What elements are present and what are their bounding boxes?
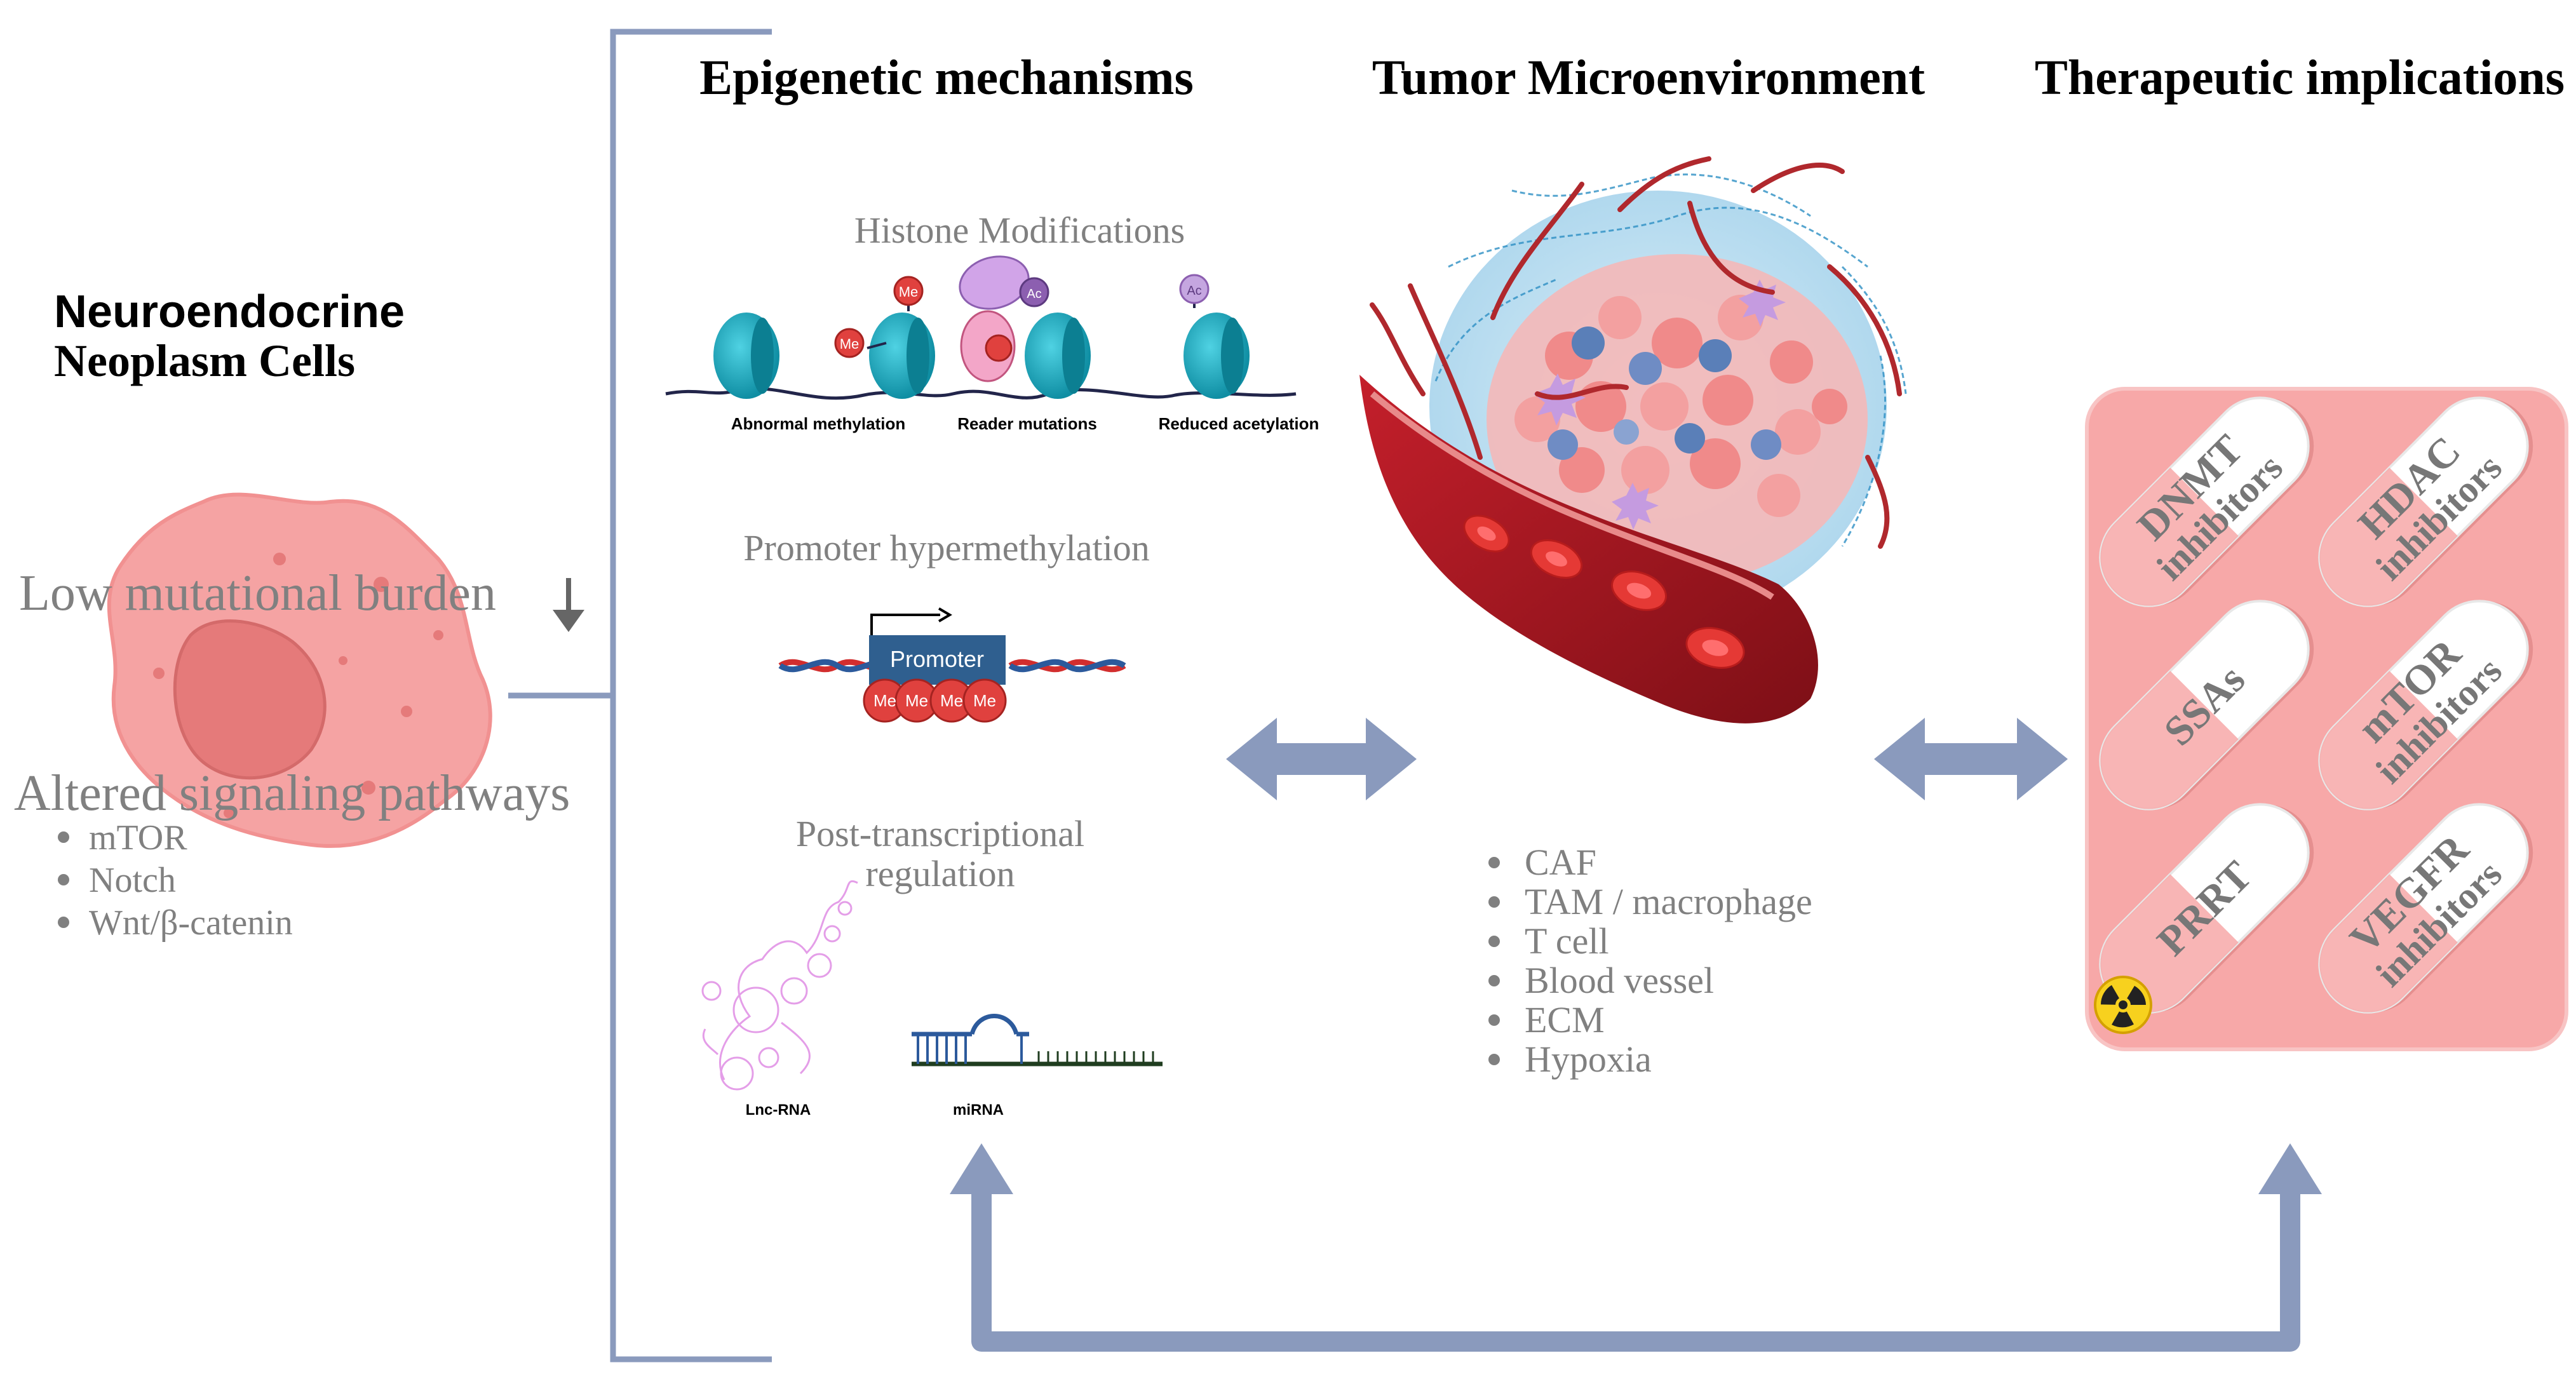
feedback-arrow [971, 1194, 2300, 1352]
double-arrow-icon [1874, 718, 2068, 800]
left-title-line1: Neuroendocrine [54, 286, 405, 337]
histone-title: Histone Modifications [854, 210, 1185, 251]
tme-item: T cell [1525, 920, 1609, 962]
promoter-title: Promoter hypermethylation [743, 527, 1149, 568]
mirna-label: miRNA [953, 1101, 1004, 1119]
methyl-label: Me [905, 691, 928, 710]
pathway-item: Wnt/β-catenin [89, 903, 293, 943]
left-panel: Neuroendocrine Neoplasm Cells Low mutati… [14, 286, 584, 943]
radiation-icon [2094, 976, 2152, 1034]
capillary-network [1370, 156, 1902, 549]
reader-protein-icon: Ac [959, 255, 1049, 310]
tme-item: Blood vessel [1525, 960, 1714, 1001]
mirna-icon [912, 1014, 1163, 1066]
methyl-label: Me [973, 691, 996, 710]
immune-cell-icon [1548, 326, 1781, 460]
histone-label-reader: Reader mutations [957, 414, 1097, 433]
promoter-label: Promoter [890, 646, 984, 672]
histone-label-acetylation: Reduced acetylation [1159, 414, 1319, 433]
acetyl-label: Ac [1027, 287, 1041, 301]
altered-pathways-text: Altered signaling pathways [14, 765, 570, 821]
pathway-list: mTOR Notch Wnt/β-catenin [58, 818, 293, 943]
left-title-line2: Neoplasm Cells [54, 335, 355, 386]
methyl-label: Me [873, 691, 896, 710]
tme-item: Hypoxia [1525, 1039, 1652, 1080]
blood-vessel-icon [1359, 375, 1818, 723]
tumor-cell-cluster [1514, 295, 1847, 517]
double-arrow-icon [1226, 718, 1417, 800]
methyl-cluster-icon: Me Me Me Me [863, 678, 1007, 723]
methyl-label: Me [940, 691, 963, 710]
pill-capsule: SSAs [2099, 600, 2314, 811]
transcription-start-arrow-icon [870, 607, 952, 635]
header-tme: Tumor Microenvironment [1372, 50, 1925, 105]
down-arrow-icon [553, 578, 584, 632]
reader-protein-icon [960, 310, 1016, 382]
tme-item: ECM [1525, 999, 1605, 1040]
nucleosome-icon [713, 313, 779, 399]
promoter-illustration: Promoter Me Me Me Me [778, 607, 1126, 723]
tme-item: TAM / macrophage [1525, 881, 1812, 922]
nucleosome-icon [1025, 313, 1091, 399]
pathway-item: Notch [89, 861, 176, 900]
nucleosome-icon [1183, 313, 1250, 399]
header-epigenetic: Epigenetic mechanisms [699, 50, 1194, 105]
methyl-label: Me [899, 284, 919, 300]
methyl-label: Me [840, 336, 860, 352]
acetyl-mark-icon: Ac [1179, 274, 1210, 308]
lnc-rna-icon [701, 880, 858, 1091]
bracket-connector [508, 29, 772, 1362]
up-arrow-icon [950, 1143, 2322, 1194]
tumor-microenvironment-illustration [1359, 156, 1907, 723]
methyl-mark-icon: Me [893, 276, 924, 311]
neoplasm-cell-icon [107, 492, 492, 848]
tme-item: CAF [1525, 842, 1596, 883]
tme-list: CAF TAM / macrophage T cell Blood vessel… [1488, 842, 1812, 1080]
low-mutational-burden-text: Low mutational burden [19, 565, 496, 621]
histone-label-methylation: Abnormal methylation [731, 414, 905, 433]
post-transcriptional-title-line1: Post-transcriptional [796, 813, 1084, 854]
pathway-item: mTOR [89, 818, 187, 858]
acetyl-label: Ac [1187, 284, 1201, 298]
lnc-rna-label: Lnc-RNA [746, 1101, 811, 1119]
methyl-mark-icon: Me [834, 328, 887, 358]
histone-illustration: Me Me Ac Ac [665, 255, 1297, 400]
nucleosome-icon [869, 313, 935, 399]
post-transcriptional-title-line2: regulation [865, 853, 1015, 894]
header-therapeutic: Therapeutic implications [2035, 50, 2565, 105]
